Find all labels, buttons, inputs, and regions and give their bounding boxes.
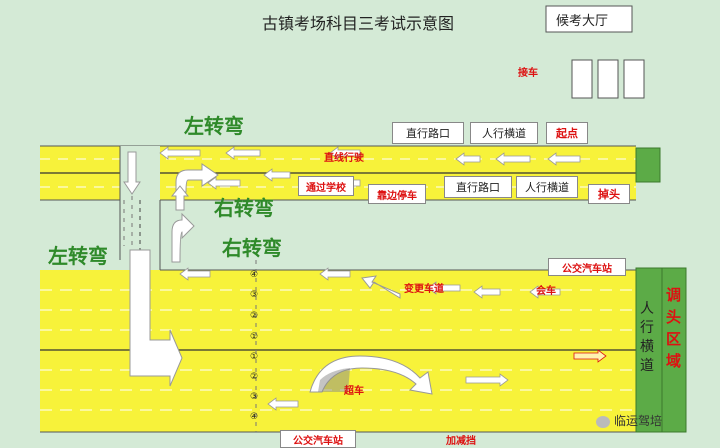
direction-arrow [495, 152, 531, 166]
start-box: 起点 [546, 122, 588, 144]
lane-number: ② [250, 311, 259, 321]
direction-arrow [465, 373, 509, 387]
u-turn-area-label: 调 头 区 域 [666, 286, 682, 370]
straight-drive-label: 直线行驶 [324, 153, 364, 164]
lane-change-arrow [361, 275, 401, 299]
direction-arrow [473, 285, 501, 299]
u-turn-pillar [635, 147, 661, 183]
direction-arrow [159, 146, 201, 160]
direction-arrow [455, 152, 481, 166]
waiting-hall-label: 候考大厅 [556, 14, 609, 29]
lane-number: ③ [250, 290, 259, 300]
waiting-hall-box [545, 5, 633, 33]
direction-arrows [159, 146, 607, 411]
left-turn-side-label: 左转弯 [48, 244, 108, 268]
guide-lines [123, 196, 257, 432]
parking-stall [623, 59, 645, 99]
direction-arrow [329, 146, 361, 160]
bus-stop-top-box: 公交汽车站 [548, 258, 626, 276]
straight-arrow-up [170, 185, 190, 211]
u-turn-box: 掉头 [588, 184, 630, 204]
direction-arrow [267, 397, 299, 411]
left-turn-top-label: 左转弯 [184, 114, 244, 138]
down-arrow [123, 151, 141, 195]
watermark: 临运驾培 [596, 412, 662, 429]
pull-over-box: 靠边停车 [368, 184, 426, 204]
bus-stop-bottom-box: 公交汽车站 [280, 430, 356, 448]
school-box: 通过学校 [298, 176, 354, 196]
intersection-2-box: 直行路口 [444, 176, 512, 198]
direction-arrow [263, 168, 291, 182]
accelerate-label: 加减挡 [446, 436, 476, 447]
lane-number: ① [250, 352, 259, 362]
parking-stall [571, 59, 593, 99]
direction-arrow [427, 281, 461, 295]
direction-arrow [179, 267, 211, 281]
parking-stall [597, 59, 619, 99]
wechat-icon [596, 415, 610, 428]
direction-arrow [547, 152, 581, 166]
direction-arrow [319, 267, 351, 281]
crosswalk-vertical-label: 人 行 横 道 [640, 301, 654, 374]
right-turn-1-label: 右转弯 [214, 196, 274, 220]
crosswalk-1-box: 人行横道 [470, 122, 538, 144]
right-turn-arrow-2 [171, 212, 195, 263]
direction-arrow [529, 285, 561, 299]
page-title: 古镇考场科目三考试示意图 [262, 14, 455, 33]
boarding-label: 接车 [518, 68, 538, 79]
overtake-shadow [318, 368, 350, 392]
right-crosswalk-zone [635, 267, 687, 433]
direction-arrow [225, 146, 261, 160]
lane-number: ③ [250, 392, 259, 402]
lane-number: ④ [250, 412, 259, 422]
crosswalk-2-box: 人行横道 [516, 176, 578, 198]
lane-change-label: 变更车道 [404, 284, 444, 295]
lane-number: ② [250, 372, 259, 382]
merge-label: 会车 [536, 286, 556, 297]
right-turn-2-label: 右转弯 [222, 236, 282, 260]
direction-arrow [207, 176, 241, 190]
intersection-1-box: 直行路口 [392, 122, 464, 144]
overtake-label: 超车 [344, 386, 364, 397]
right-turn-arrow-1 [175, 163, 219, 193]
big-turn-arrow [129, 249, 183, 387]
lane-number: ④ [250, 270, 259, 280]
lane-number: ① [250, 332, 259, 342]
direction-arrow [573, 349, 607, 363]
